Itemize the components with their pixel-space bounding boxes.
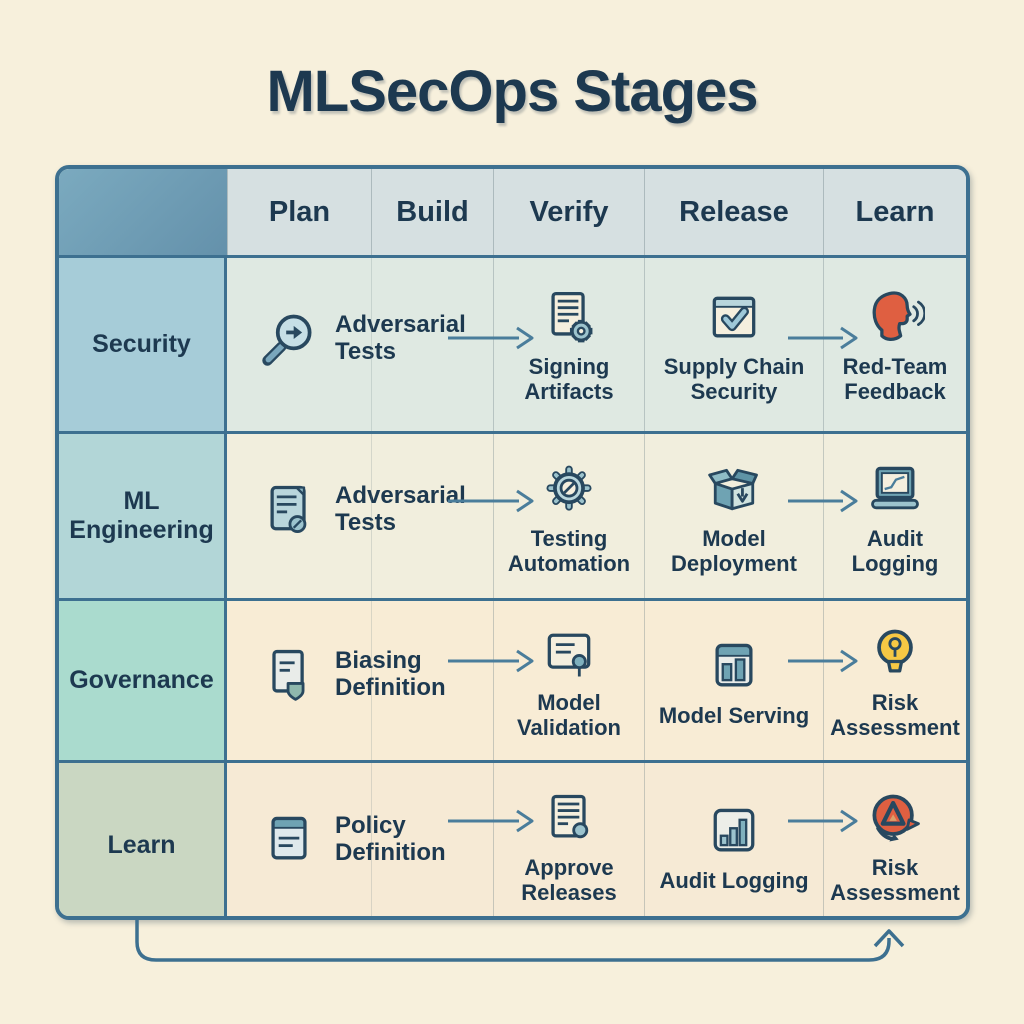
cell-label: Approve Releases [521, 855, 617, 905]
cell-label: Signing Artifacts [524, 354, 614, 404]
cell-learn-verify: Approve Releases [493, 763, 644, 916]
cell-ml-release: Model Deployment [644, 434, 823, 598]
document-gear-icon [551, 292, 593, 343]
cell-ml-verify: Testing Automation [493, 434, 644, 598]
cell-security-plan-build: Adversarial Tests [227, 258, 493, 431]
cell-label: Model Validation [517, 690, 621, 740]
cell-label: Policy Definition [335, 811, 446, 866]
gear-icon [546, 465, 592, 511]
cell-governance-verify: Model Validation [493, 601, 644, 760]
lightbulb-icon [877, 630, 913, 673]
cell-security-verify: Signing Artifacts [493, 258, 644, 431]
cell-label: Adversarial Tests [335, 310, 466, 365]
column-header-release: Release [644, 169, 823, 255]
cell-security-release: Supply Chain Security [644, 258, 823, 431]
cell-label: Biasing Definition [335, 646, 446, 701]
cell-label: Risk Assessment [830, 690, 960, 740]
cell-label: Audit Logging [851, 525, 939, 576]
row-security: Security Adversarial Tests [59, 255, 966, 431]
mlsecops-table: Plan Build Verify Release Learn Security… [55, 165, 970, 920]
row-ml-engineering: ML Engineering Adversarial Tests [59, 431, 966, 598]
page-title: MLSecOps Stages [266, 59, 758, 124]
cell-learn-plan-build: Policy Definition [227, 763, 493, 916]
row-header-governance: Governance [59, 601, 227, 760]
cell-label: Adversarial Tests [335, 482, 466, 536]
package-download-icon [708, 468, 758, 511]
window-lines-icon [271, 816, 307, 859]
row-governance: Governance Biasing Definition Model Vali… [59, 598, 966, 760]
row-learn: Learn Policy Definition Approve Relea [59, 760, 966, 916]
cell-learn-release: Audit Logging [644, 763, 823, 916]
laptop-chart-icon [871, 466, 919, 510]
cell-ml-learn: Audit Logging [823, 434, 966, 598]
header-row: Plan Build Verify Release Learn [59, 169, 966, 255]
row-header-security: Security [59, 258, 227, 431]
cell-governance-release: Model Serving [644, 601, 823, 760]
column-header-learn: Learn [823, 169, 966, 255]
row-header-ml-engineering: ML Engineering [59, 434, 227, 598]
cell-label: Red-Team Feedback [842, 354, 948, 404]
cell-learn-learn: Risk Assessment [823, 763, 966, 916]
speaking-head-icon [872, 291, 925, 342]
cell-security-learn: Red-Team Feedback [823, 258, 966, 431]
cell-governance-learn: Risk Assessment [823, 601, 966, 760]
cell-label: Model Serving [658, 702, 810, 728]
corner-cell [59, 169, 227, 255]
cell-label: Audit Logging [659, 867, 809, 893]
certificate-icon [547, 633, 591, 677]
document-approve-icon [551, 795, 589, 839]
bar-chart-icon [713, 808, 755, 852]
cell-label: Testing Automation [507, 525, 631, 576]
column-header-verify: Verify [493, 169, 644, 255]
window-check-icon [712, 297, 756, 338]
document-shield-icon [272, 649, 305, 701]
column-header-plan: Plan [227, 169, 371, 255]
cell-label: Risk Assessment [830, 855, 960, 905]
alert-bubble-icon [872, 795, 920, 842]
cell-label: Supply Chain Security [663, 354, 805, 404]
magnifier-arrow-icon [262, 314, 312, 366]
document-badge-icon [270, 485, 307, 533]
row-header-learn: Learn [59, 763, 227, 916]
cell-governance-plan-build: Biasing Definition [227, 601, 493, 760]
cell-ml-plan-build: Adversarial Tests [227, 434, 493, 598]
column-header-build: Build [371, 169, 493, 255]
window-bars-icon [715, 643, 753, 687]
cell-label: Model Deployment [671, 525, 797, 576]
